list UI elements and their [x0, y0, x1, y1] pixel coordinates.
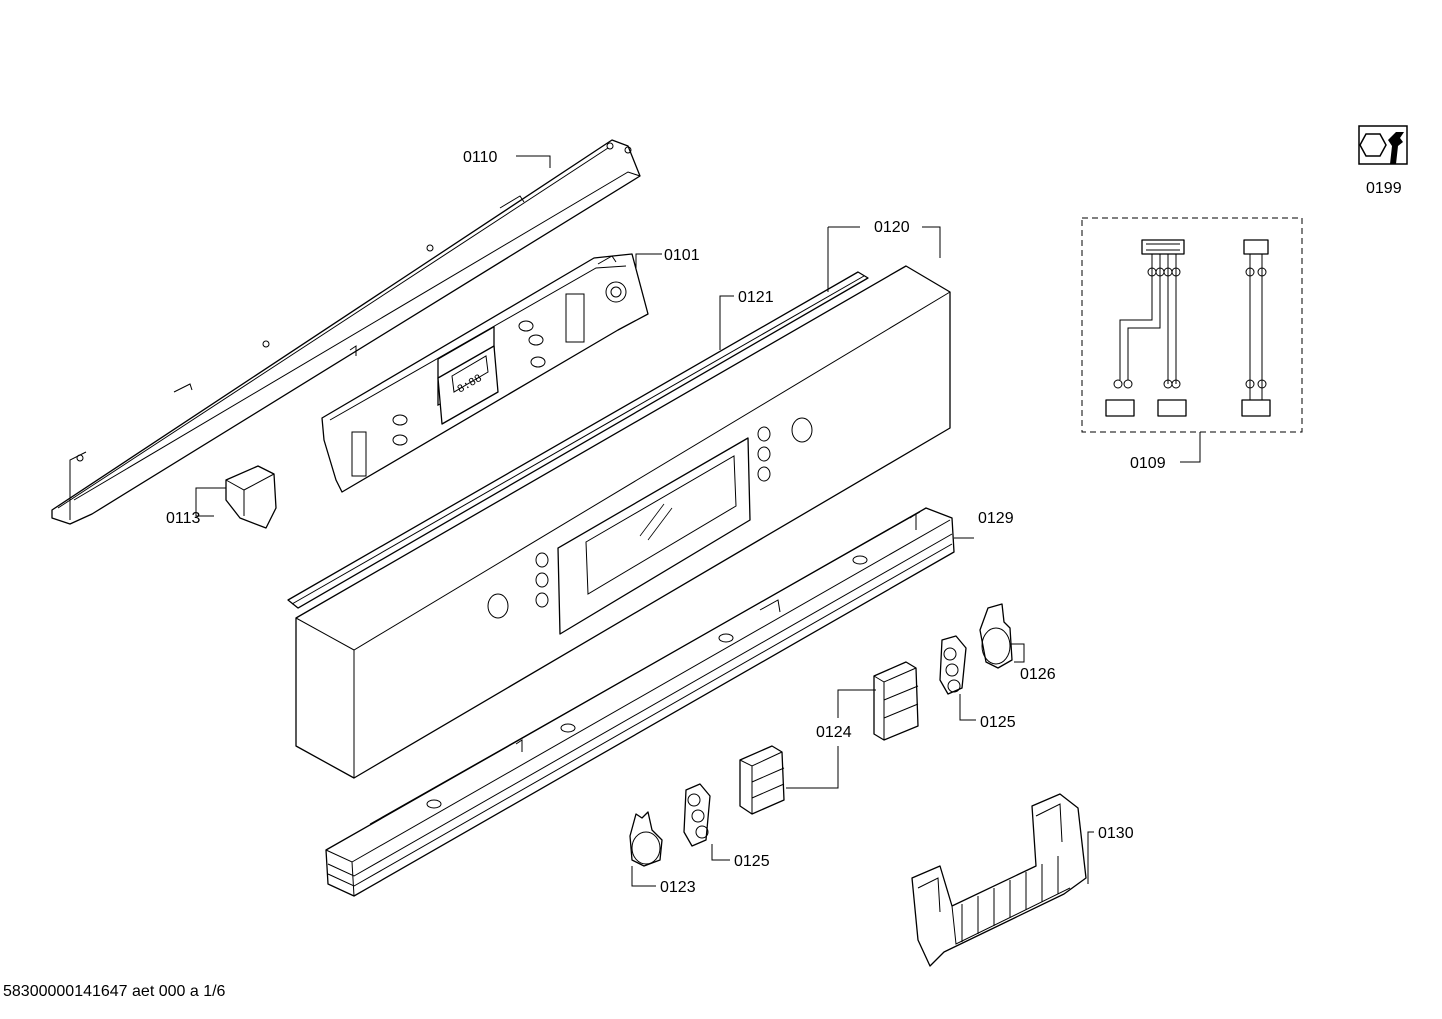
label-0126: 0126: [1020, 666, 1056, 683]
part-0129-lower-rail: [325, 507, 955, 897]
label-0110: 0110: [463, 149, 498, 166]
part-0101-control-module: 8:88: [321, 253, 649, 493]
label-0113: 0113: [166, 510, 201, 527]
label-0124: 0124: [816, 724, 852, 741]
part-0113-clip: [225, 465, 277, 529]
label-0121: 0121: [738, 289, 774, 306]
label-0101: 0101: [664, 247, 700, 264]
part-0126-knob: [979, 603, 1013, 669]
part-0124-upper-switch: [873, 661, 919, 741]
part-0125-upper-buttons: [939, 635, 967, 695]
part-0121-seal: [287, 271, 869, 609]
part-0120-front-panel: [295, 265, 951, 779]
label-0123: 0123: [660, 879, 696, 896]
part-0110-rail: [51, 139, 641, 525]
part-0125-lower-buttons: [683, 783, 711, 847]
label-0125-upper: 0125: [980, 714, 1016, 731]
label-0125-lower: 0125: [734, 853, 770, 870]
label-0129: 0129: [978, 510, 1014, 527]
label-0120: 0120: [874, 219, 910, 236]
label-0109: 0109: [1130, 455, 1166, 472]
leader-lines: [195, 155, 1201, 887]
label-0130: 0130: [1098, 825, 1134, 842]
part-0109-harness: [1081, 217, 1303, 433]
part-0130-bracket: [911, 793, 1087, 967]
document-footer: 58300000141647 aet 000 a 1/6: [3, 983, 226, 1000]
part-labels: 0110 0101 0120 0121 0113 0129 0126 0125 …: [166, 149, 1402, 896]
wrench-nut-icon: [1358, 125, 1408, 165]
part-0124-lower-switch: [739, 745, 785, 815]
part-0123-knob: [629, 811, 663, 867]
label-0199: 0199: [1366, 180, 1402, 197]
